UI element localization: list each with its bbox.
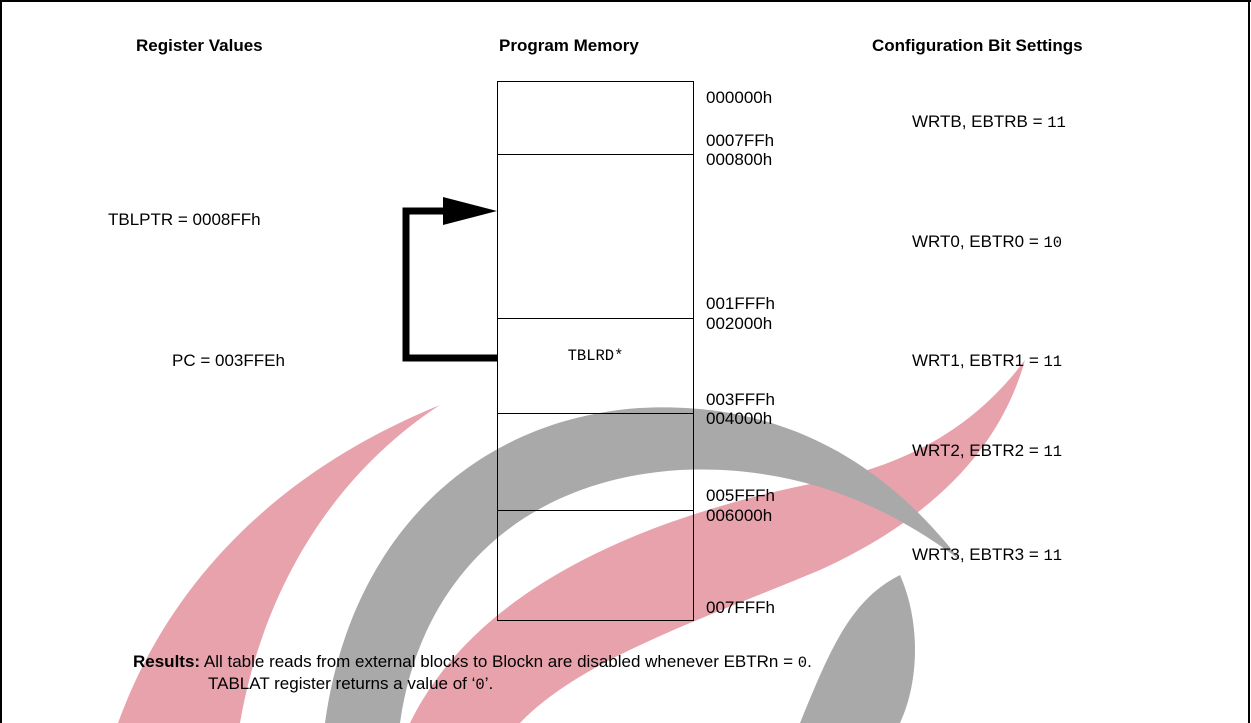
block-divider	[498, 510, 693, 511]
results-code: 0	[797, 654, 808, 672]
arrowhead-icon	[443, 197, 497, 225]
config-wrt1: WRT1, EBTR1 = 11	[912, 351, 1062, 371]
block2-start-address: 002000h	[706, 314, 773, 333]
results-code: 0	[475, 676, 485, 694]
results-punct: .	[807, 652, 812, 671]
block-divider	[498, 413, 693, 414]
block1-start-address: 000800h	[706, 150, 773, 169]
pc-value: PC = 003FFEh	[172, 351, 285, 370]
config-value: 11	[1043, 353, 1063, 371]
config-value: 11	[1043, 547, 1063, 565]
block0-start-address: 000000h	[706, 88, 773, 107]
tblrd-instruction: TBLRD*	[567, 347, 624, 365]
block2-end-address: 003FFFh	[706, 390, 775, 409]
config-value: 11	[1047, 114, 1066, 132]
block0-end-address: 0007FFh	[706, 131, 775, 150]
config-label: WRT3, EBTR3 =	[912, 545, 1044, 564]
memory-map: TBLRD*	[497, 81, 694, 621]
tblptr-value: TBLPTR = 0008FFh	[108, 210, 261, 229]
results-line-2: TABLAT register returns a value of ‘0’.	[208, 674, 493, 694]
watermark-gray-arc	[325, 407, 960, 723]
config-label: WRT1, EBTR1 =	[912, 351, 1044, 370]
config-bits-header: Configuration Bit Settings	[872, 36, 1083, 55]
register-values-header: Register Values	[136, 36, 263, 55]
results-text: All table reads from external blocks to …	[200, 652, 798, 671]
block4-start-address: 006000h	[706, 506, 773, 525]
config-wrt2: WRT2, EBTR2 = 11	[912, 441, 1062, 461]
config-wrt0: WRT0, EBTR0 = 10	[912, 232, 1062, 252]
config-label: WRT2, EBTR2 =	[912, 441, 1044, 460]
block1-end-address: 001FFFh	[706, 294, 775, 313]
config-value: 11	[1043, 443, 1063, 461]
watermark-pink-right-swoosh	[410, 360, 1025, 723]
config-value: 10	[1043, 234, 1063, 252]
config-wrtb: WRTB, EBTRB = 11	[912, 112, 1066, 132]
block3-start-address: 004000h	[706, 409, 773, 428]
config-label: WRT0, EBTR0 =	[912, 232, 1044, 251]
results-punct: ’.	[484, 674, 494, 693]
block3-end-address: 005FFFh	[706, 486, 775, 505]
block-divider	[498, 318, 693, 319]
results-label: Results:	[133, 652, 201, 671]
watermark-gray-right-arc	[800, 575, 915, 723]
results-line-1: Results: All table reads from external b…	[133, 652, 812, 672]
config-wrt3: WRT3, EBTR3 = 11	[912, 545, 1062, 565]
block4-end-address: 007FFFh	[706, 598, 775, 617]
results-text: TABLAT register returns a value of ‘	[208, 674, 476, 693]
config-label: WRTB, EBTRB =	[912, 112, 1048, 131]
block-divider	[498, 154, 693, 155]
watermark-pink-left-swoosh	[118, 405, 440, 723]
program-memory-header: Program Memory	[499, 36, 639, 55]
